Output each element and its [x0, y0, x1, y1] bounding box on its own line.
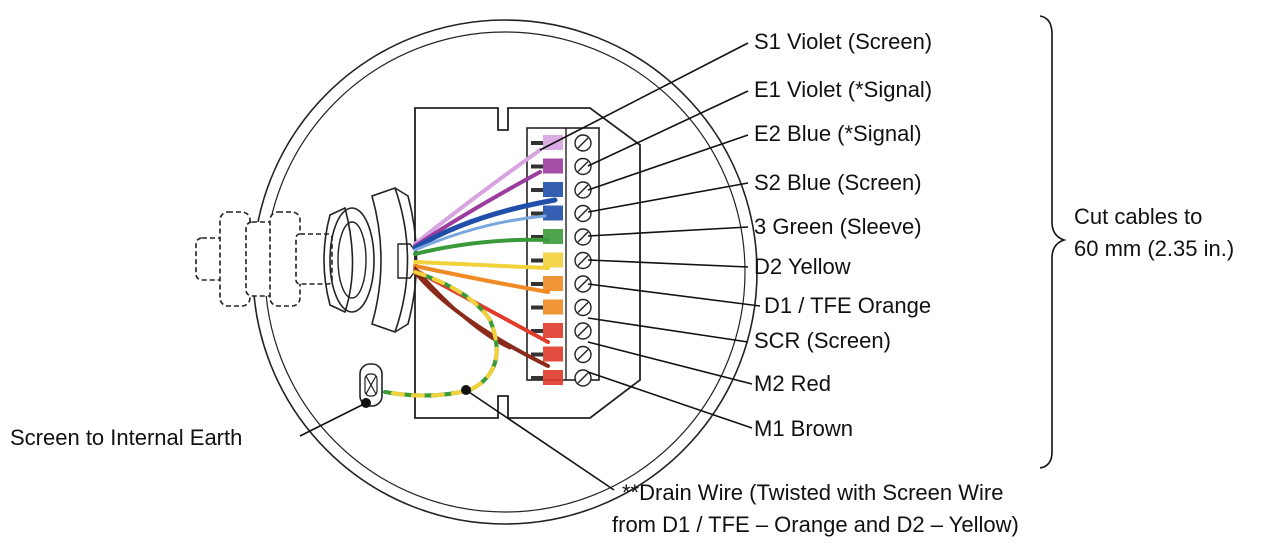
wire-brown-2 — [413, 266, 512, 350]
earth-leader-dot — [361, 398, 371, 408]
terminal-screw — [574, 345, 592, 364]
terminal-label: S1 Violet (Screen) — [754, 29, 932, 54]
bracket-note-line1: Cut cables to — [1074, 204, 1202, 229]
terminal-pin — [531, 376, 543, 380]
wire-colour-marks — [531, 135, 563, 385]
earth-terminal — [359, 363, 383, 407]
terminal-screw — [574, 134, 592, 152]
wire-blue-light — [413, 214, 547, 252]
terminal-screw — [574, 322, 592, 340]
terminal-pin — [531, 352, 543, 357]
terminal-screw — [574, 369, 592, 387]
cable-gland — [323, 186, 418, 334]
terminal-label: D2 Yellow — [754, 254, 851, 279]
terminal-wire-end — [543, 182, 563, 197]
terminal-pin — [531, 141, 543, 145]
terminal-wire-end — [543, 276, 563, 291]
wire-brown — [413, 270, 550, 368]
bracket-note-line2: 60 mm (2.35 in.) — [1074, 236, 1234, 261]
terminal-pin — [531, 305, 543, 310]
terminal-pin — [531, 188, 543, 192]
drain-leader — [465, 389, 615, 491]
terminal-screw — [574, 228, 592, 246]
wire-yellow — [413, 260, 550, 270]
wire-violet-light — [413, 148, 542, 246]
drain-wire — [383, 270, 499, 398]
wires — [383, 148, 558, 398]
terminal-leader — [587, 317, 749, 343]
terminal-screws — [574, 134, 592, 387]
terminal-leader — [587, 226, 749, 237]
terminal-leaders — [539, 42, 761, 429]
cable-gland-dashed — [195, 211, 333, 307]
terminal-leader — [539, 42, 749, 151]
terminal-wire-end — [543, 158, 563, 174]
terminal-screw — [574, 275, 592, 293]
terminal-label: E1 Violet (*Signal) — [754, 77, 932, 102]
terminal-pin — [531, 258, 543, 263]
terminal-label: D1 / TFE Orange — [764, 293, 931, 318]
terminal-leader — [587, 182, 749, 213]
terminal-leader — [587, 341, 753, 385]
wire-green — [413, 237, 550, 256]
terminal-wire-end — [543, 370, 563, 385]
terminal-label: E2 Blue (*Signal) — [754, 121, 922, 146]
terminal-screw — [574, 204, 592, 223]
wire-orange — [413, 264, 550, 294]
terminal-pin — [531, 211, 543, 216]
terminal-pin — [531, 164, 543, 169]
terminal-label: S2 Blue (Screen) — [754, 170, 922, 195]
wire-blue — [412, 197, 558, 251]
terminal-leader — [587, 259, 749, 268]
terminal-pin — [531, 282, 543, 286]
terminal-label: SCR (Screen) — [754, 328, 891, 353]
wire-violet — [413, 170, 542, 248]
terminal-wire-end — [543, 205, 563, 221]
drain-leader-dot — [461, 385, 471, 395]
terminal-leader — [587, 283, 761, 307]
drain-note-line2: from D1 / TFE – Orange and D2 – Yellow) — [612, 512, 1019, 537]
terminal-screw — [574, 298, 592, 317]
terminal-pin — [531, 329, 543, 333]
terminal-pin — [531, 235, 543, 239]
terminal-wire-end — [543, 299, 563, 315]
terminal-leader — [587, 134, 749, 191]
earth-leader — [299, 402, 367, 437]
terminal-label: 3 Green (Sleeve) — [754, 214, 922, 239]
terminal-wire-end — [543, 346, 563, 362]
enclosure-inner-ring — [264, 31, 746, 513]
drain-note-line1: **Drain Wire (Twisted with Screen Wire — [622, 480, 1003, 505]
terminal-screw — [574, 181, 592, 199]
terminal-label-group: S1 Violet (Screen) E1 Violet (*Signal) E2 … — [754, 29, 932, 441]
bracket — [1039, 15, 1067, 469]
earth-label: Screen to Internal Earth — [10, 425, 242, 450]
terminal-screw — [574, 251, 592, 270]
terminal-label: M2 Red — [754, 371, 831, 396]
terminal-wire-end — [543, 323, 563, 338]
terminal-screw — [574, 157, 592, 176]
terminal-leader — [587, 371, 753, 429]
terminal-label: M1 Brown — [754, 416, 853, 441]
terminal-leader — [587, 90, 749, 167]
terminal-wire-end — [543, 252, 563, 268]
